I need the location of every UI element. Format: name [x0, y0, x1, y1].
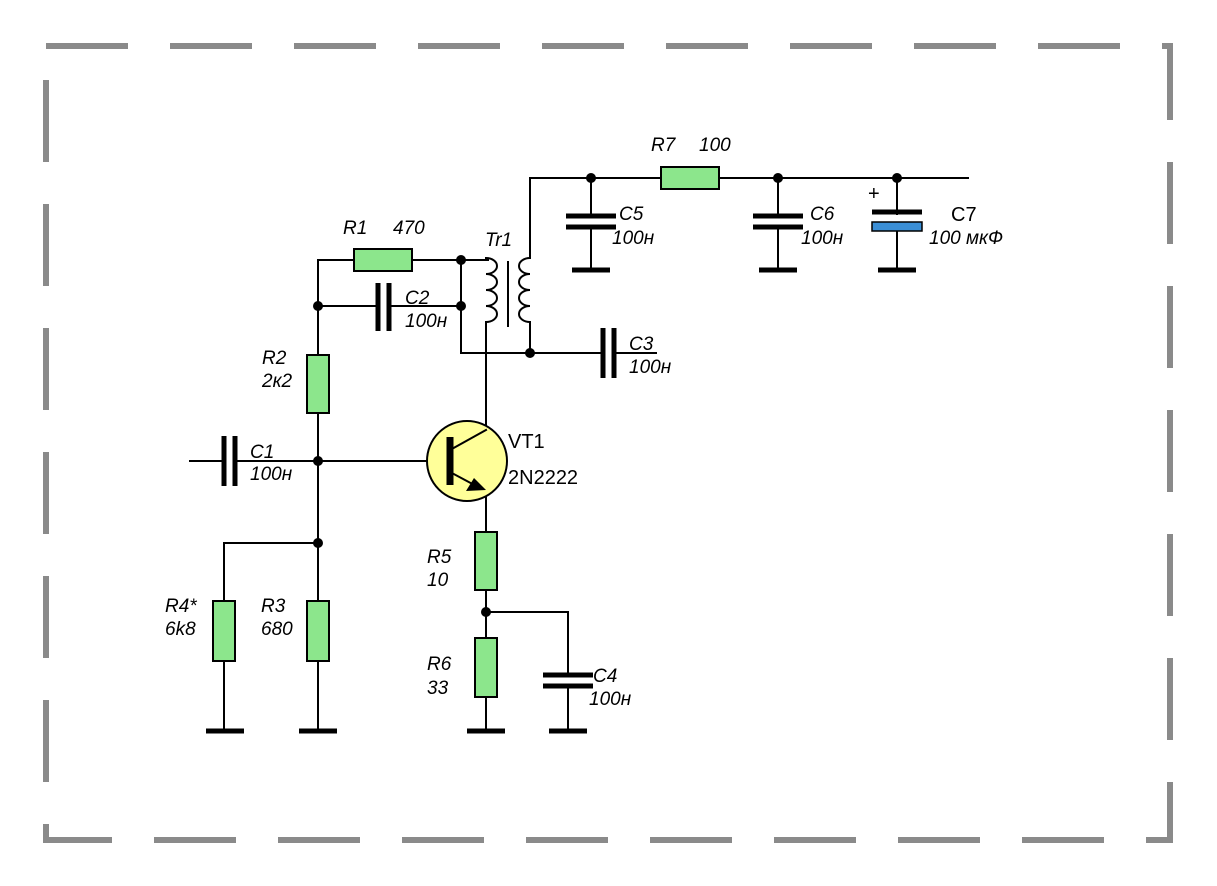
label-r5-ref: R5	[427, 547, 452, 568]
label-r7-ref: R7	[651, 135, 677, 156]
label-c2-value: 100н	[405, 311, 448, 332]
label-tr1-ref: Tr1	[485, 230, 512, 251]
label-r7-value: 100	[699, 135, 731, 156]
transformer-tr1	[484, 256, 532, 333]
wires	[189, 177, 969, 731]
capacitor-c1	[221, 436, 238, 486]
ground-symbols	[206, 267, 916, 734]
transistor-vt1	[426, 420, 508, 502]
resistor-r4	[212, 600, 236, 662]
label-c1-value: 100н	[250, 464, 293, 485]
dashed-frame	[43, 43, 1173, 843]
label-r2-value: 2к2	[261, 371, 293, 392]
label-r6-ref: R6	[427, 654, 452, 675]
label-c7-value: 100 мкФ	[929, 228, 1003, 249]
label-c7-polarity: +	[868, 183, 880, 205]
resistor-r1	[353, 248, 413, 272]
capacitor-c6	[753, 213, 803, 230]
label-vt1-ref: VT1	[508, 431, 545, 453]
label-r4-ref: R4*	[165, 596, 197, 617]
label-r6-value: 33	[427, 678, 449, 699]
junction-dots	[313, 173, 902, 617]
label-r5-value: 10	[427, 570, 449, 591]
label-r3-ref: R3	[261, 596, 286, 617]
label-r1-value: 470	[393, 218, 425, 239]
label-c6-value: 100н	[801, 228, 844, 249]
capacitor-c3	[600, 328, 617, 378]
resistor-r7	[660, 166, 720, 190]
resistor-r5	[474, 531, 498, 591]
label-r2-ref: R2	[262, 348, 287, 369]
label-c4-ref: C4	[593, 666, 617, 687]
label-c5-ref: C5	[619, 204, 644, 225]
label-c3-value: 100н	[629, 357, 672, 378]
capacitor-c4	[543, 672, 593, 689]
label-c3-ref: C3	[629, 334, 654, 355]
label-c5-value: 100н	[612, 228, 655, 249]
label-r3-value: 680	[261, 619, 293, 640]
resistor-r6	[474, 637, 498, 698]
label-c6-ref: C6	[810, 204, 835, 225]
label-c4-value: 100н	[589, 689, 632, 710]
capacitor-c5	[566, 213, 616, 230]
label-r1-ref: R1	[343, 218, 367, 239]
label-c7-ref: C7	[951, 204, 977, 226]
resistor-r3	[306, 600, 330, 662]
label-c1-ref: C1	[250, 442, 274, 463]
resistor-r2	[306, 354, 330, 414]
capacitor-c2	[375, 283, 392, 331]
label-vt1-value: 2N2222	[508, 467, 578, 489]
capacitor-c7	[871, 209, 923, 232]
label-r4-value: 6k8	[165, 619, 196, 640]
label-c2-ref: C2	[405, 288, 430, 309]
